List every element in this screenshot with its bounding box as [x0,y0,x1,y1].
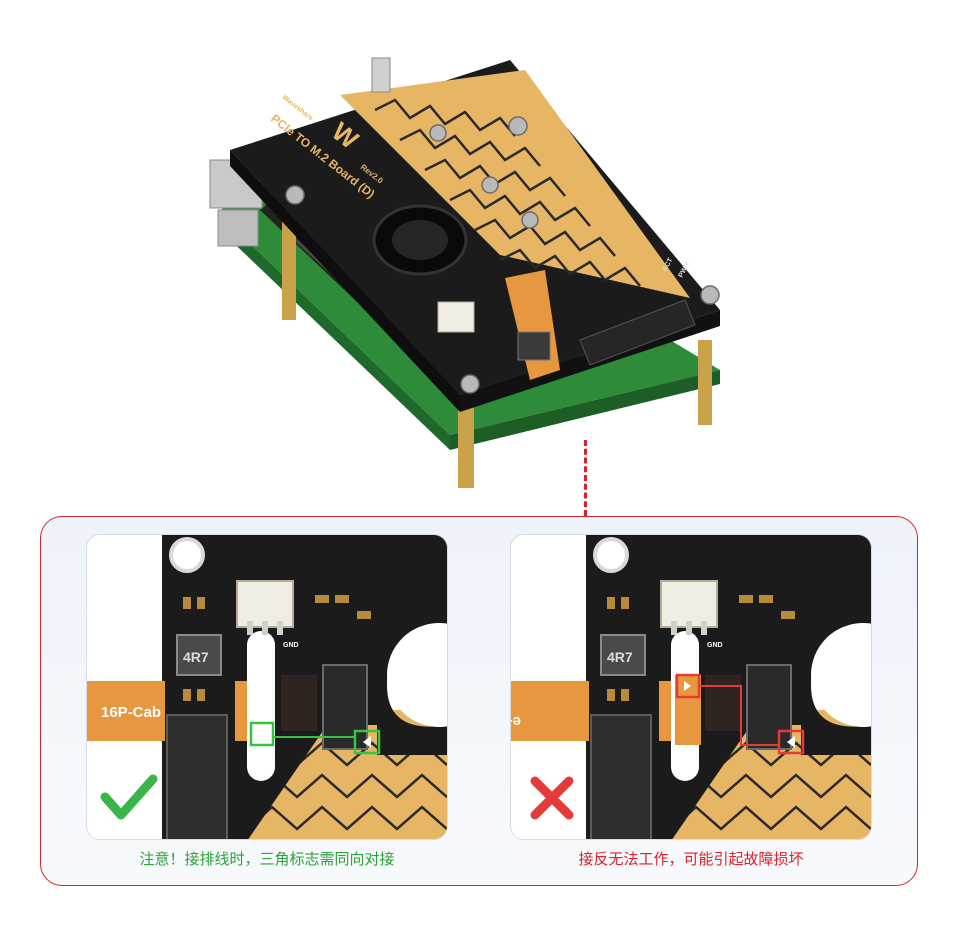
chevron-pattern [374,98,641,287]
ribbon-cable [87,681,165,741]
smd-pads [607,595,795,701]
ribbon-cable [511,681,589,741]
hat-board-illustration: W PCIe TO M.2 Board (D) Waveshare Rev2.0… [209,57,720,488]
pin-label-5v-a: 5V [247,642,256,649]
mounting-hole [169,537,205,573]
inductor [600,634,646,676]
cross-icon [530,776,574,820]
standoff-icon [282,210,296,320]
slot-cutout [247,631,275,781]
triangle-marker-cable [249,721,275,747]
triangle-icon [258,730,265,740]
screws [285,116,720,394]
triangle-icon [363,736,371,748]
cable-tail [281,675,317,731]
fan-connector [660,580,718,628]
ffc-connector [746,664,792,750]
correct-connection-illustration: 16P-Cab 5V 5V GND 4R7 [87,535,447,839]
cable-label: 16P-Cab [101,704,161,721]
board-cutout [387,623,447,727]
mismatch-line [699,685,779,746]
correct-caption: 注意！接排线时，三角标志需同向对接 [139,850,395,868]
cable-label: e-40mm [511,713,521,730]
cable-tail [705,675,741,731]
smd-pads [183,595,371,701]
wrong-connection-panel: e-40mm 5V 5V GND 4R7 [510,534,872,840]
callout-dashed-line [584,440,587,516]
triangle-icon [787,736,795,748]
wrong-connection-illustration: e-40mm 5V 5V GND 4R7 [511,535,871,839]
pin-label-5v-b: 5V [263,642,272,649]
pin-label-5v-a: 5V [671,642,680,649]
standoff-icon [698,340,712,425]
inductor-label: 4R7 [607,649,633,665]
m2-connector [166,714,228,839]
top-pcb-edge [230,150,460,412]
board-cutout [811,623,871,727]
fan-hub [392,220,448,260]
fan-connector [236,580,294,628]
triangle-icon [684,681,691,691]
pin-label-5v-b: 5V [687,642,696,649]
fan-connector [437,301,475,333]
base-pcb-edge-right [450,370,720,450]
mounting-hole [593,537,629,573]
usb-port [217,209,259,247]
warning-caption: 接反无法工作，可能引起故障损坏 [578,850,804,868]
triangle-marker-connector [777,729,805,755]
standoff-icon [458,390,474,488]
m2-connector [590,714,652,839]
inductor [176,634,222,676]
check-icon [100,774,158,820]
correct-connection-panel: 16P-Cab 5V 5V GND 4R7 [86,534,448,840]
m2-slot [579,299,696,366]
pin-label-gnd: GND [283,642,299,649]
inductor-label: 4R7 [183,649,209,665]
triangle-marker-connector [353,729,381,755]
inductor [517,331,551,361]
pin-label-gnd: GND [707,642,723,649]
product-photo: W PCIe TO M.2 Board (D) Waveshare Rev2.0… [200,40,740,500]
thumb-screw-icon [371,57,391,93]
base-pcb-edge [220,215,450,450]
ffc-connector [322,664,368,750]
